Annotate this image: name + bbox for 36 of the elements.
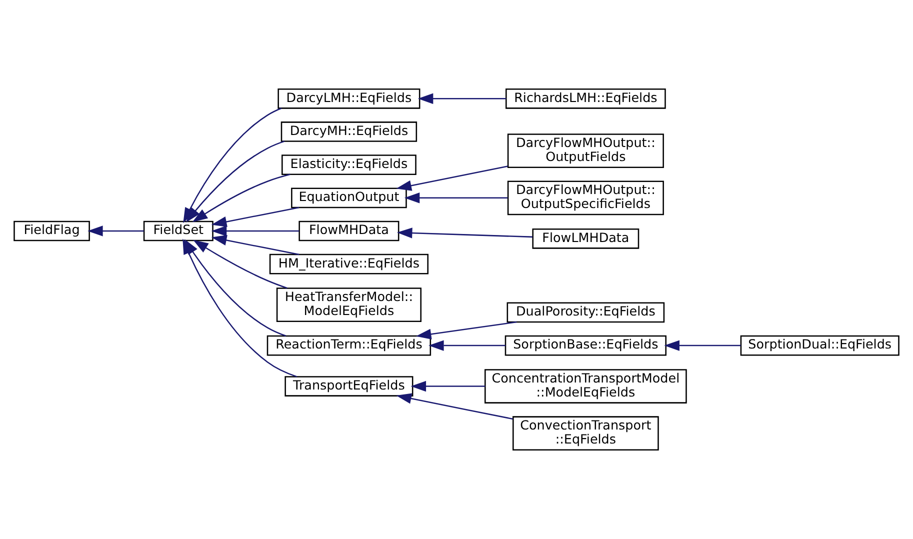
arrow: [88, 226, 144, 236]
arrow: [192, 174, 290, 222]
arrow: [410, 380, 486, 392]
node-box: EquationOutput: [291, 188, 407, 208]
arrow: [211, 206, 300, 228]
arrow: [396, 166, 508, 191]
arrow: [186, 140, 285, 222]
node-box: DarcyLMH::EqFields: [278, 88, 420, 109]
arrow: [416, 321, 517, 340]
arrow: [404, 192, 508, 204]
arrow: [428, 340, 506, 351]
arrow: [664, 340, 741, 351]
node-box: ConcentrationTransportModel ::ModelEqFields: [484, 369, 687, 404]
node-box: RichardsLMH::EqFields: [506, 88, 666, 109]
node-box: DarcyFlowMHOutput:: OutputSpecificFields: [507, 180, 664, 216]
arrow: [211, 226, 300, 236]
node-box: ReactionTerm::EqFields: [266, 335, 432, 356]
node-box: FieldSet: [143, 220, 214, 242]
arrow: [193, 240, 288, 289]
node-box: DualPorosity::EqFields: [506, 302, 665, 323]
node-box: ConvectionTransport ::EqFields: [512, 416, 659, 451]
arrow: [396, 393, 513, 420]
node-box: SorptionDual::EqFields: [740, 335, 900, 356]
arrow: [418, 93, 506, 104]
node-box: DarcyMH::EqFields: [280, 122, 418, 142]
node-box: DarcyFlowMHOutput:: OutputFields: [507, 134, 664, 168]
node-box: FlowLMHData: [532, 228, 640, 249]
node-box: FieldFlag: [14, 220, 90, 242]
node-box: Elasticity::EqFields: [282, 154, 416, 175]
node-box: SorptionBase::EqFields: [504, 335, 666, 356]
node-box: HM_Iterative::EqFields: [269, 254, 428, 274]
node-box: HeatTransferModel:: ModelEqFields: [276, 288, 422, 322]
node-box: TransportEqFields: [284, 376, 414, 396]
arrow: [211, 234, 300, 256]
arrow: [396, 228, 532, 238]
node-box: FlowMHData: [298, 220, 400, 242]
